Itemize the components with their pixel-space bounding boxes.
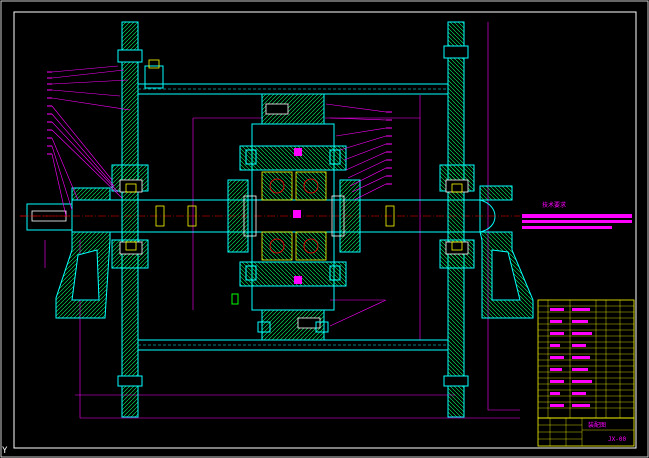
technical-notes-title: 技术要求 [542, 201, 566, 209]
top-left-bolt [144, 59, 164, 89]
title-block-code: JX-00 [608, 436, 626, 443]
shaft-nuts [125, 183, 463, 251]
leader-lines-left [51, 65, 131, 217]
parts-list [537, 299, 635, 419]
leader-ticks-left [47, 71, 52, 155]
right-frame-plate [439, 21, 475, 418]
main-shaft [20, 199, 520, 233]
right-pedestal [479, 185, 534, 319]
gearbox-housing [227, 93, 361, 341]
leader-ticks-right [386, 111, 392, 185]
corner-mark: Y [2, 446, 8, 456]
housing-bolts [231, 149, 341, 333]
technical-notes: 技术要求 [522, 201, 632, 229]
gear-set [243, 148, 345, 284]
left-pedestal [55, 187, 111, 319]
left-frame-plate [111, 21, 149, 418]
inner-border [13, 11, 637, 449]
title-block-label: 装配图 [588, 421, 606, 429]
leader-lines-right [325, 103, 387, 327]
title-block: 装配图 JX-00 [537, 417, 635, 447]
